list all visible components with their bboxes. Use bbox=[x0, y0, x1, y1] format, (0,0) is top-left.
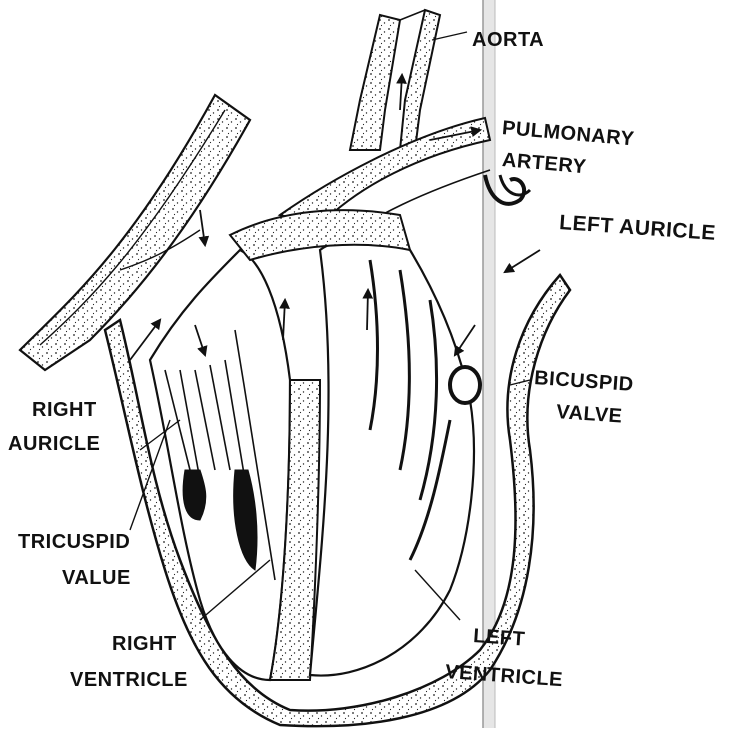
left-chamber bbox=[310, 239, 474, 676]
label-left-ventricle-line1: LEFT bbox=[473, 626, 526, 650]
aorta-vessel bbox=[350, 15, 400, 150]
label-aorta: AORTA bbox=[472, 30, 544, 50]
label-right-ventricle-line1: RIGHT bbox=[112, 634, 177, 654]
label-right-auricle-line1: RIGHT bbox=[32, 400, 97, 420]
label-tricuspid-line1: TRICUSPID bbox=[18, 532, 130, 552]
label-right-ventricle-line2: VENTRICLE bbox=[70, 670, 188, 690]
label-right-auricle-line2: AURICLE bbox=[8, 434, 100, 454]
right-chamber bbox=[150, 250, 290, 680]
page-fold-strip bbox=[483, 0, 495, 728]
bicuspid-valve bbox=[450, 367, 480, 403]
label-bicuspid-line2: VALVE bbox=[556, 402, 623, 427]
label-tricuspid-line2: VALUE bbox=[62, 568, 131, 588]
